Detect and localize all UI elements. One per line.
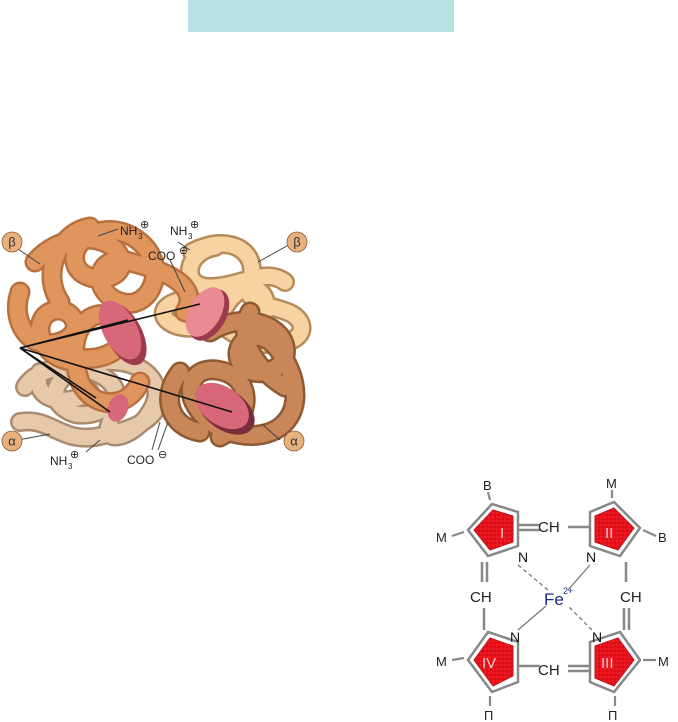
- svg-text:NH: NH: [170, 224, 187, 238]
- heme-disk-beta-left: [98, 300, 147, 366]
- label-leaders: [17, 228, 295, 453]
- pointer-lines: [19, 303, 233, 413]
- pyrrole-ring-3: III: [588, 630, 642, 694]
- pyrrole-ring-1: I: [466, 502, 520, 558]
- coo-top-label: COO ⊖: [148, 245, 188, 263]
- pyrrole-ring-2: II: [588, 500, 642, 558]
- svg-text:П: П: [608, 708, 617, 722]
- svg-text:⊖: ⊖: [179, 245, 188, 257]
- substituent-bonds: [451, 490, 657, 706]
- nh3-top-left-label: NH 3 ⊕: [120, 219, 149, 241]
- svg-text:β: β: [293, 235, 300, 250]
- beta-left-label: β: [1, 231, 23, 253]
- beta-right-chain: [153, 233, 312, 355]
- svg-text:Fe: Fe: [544, 590, 564, 609]
- svg-text:COO: COO: [148, 249, 175, 263]
- svg-text:α: α: [8, 434, 16, 449]
- svg-text:2+: 2+: [563, 586, 573, 596]
- pyrrole-ring-4: IV: [466, 630, 520, 694]
- svg-text:N: N: [510, 629, 520, 645]
- svg-text:⊕: ⊕: [140, 219, 149, 231]
- svg-text:M: M: [606, 476, 617, 491]
- nh3-bottom-label: NH 3 ⊕: [50, 449, 79, 471]
- nh3-top-right-label: NH 3 ⊕: [170, 219, 199, 241]
- svg-text:N: N: [586, 549, 596, 565]
- alpha-left-label: α: [1, 430, 23, 452]
- svg-text:COO: COO: [127, 453, 154, 467]
- svg-text:IV: IV: [482, 655, 496, 672]
- svg-text:CH: CH: [620, 589, 642, 606]
- heme-disk-alpha-left: [107, 394, 129, 422]
- svg-text:III: III: [601, 655, 614, 672]
- svg-text:N: N: [592, 629, 602, 645]
- svg-text:II: II: [605, 525, 613, 542]
- svg-text:B: B: [658, 530, 667, 545]
- svg-text:3: 3: [68, 462, 73, 471]
- alpha-right-label: α: [283, 430, 305, 452]
- heme-structure: I II III IV N N N N CH CH CH CH Fe 2+ B …: [436, 476, 669, 722]
- substituent-labels: B M M B M M П П: [436, 476, 669, 722]
- svg-text:β: β: [8, 235, 15, 250]
- svg-text:N: N: [518, 549, 528, 565]
- title-bar: [188, 0, 454, 32]
- methine-labels: CH CH CH CH: [470, 519, 642, 679]
- svg-text:⊕: ⊕: [70, 449, 79, 461]
- nitrogen-labels: N N N N: [510, 549, 602, 645]
- svg-text:⊖: ⊖: [158, 449, 167, 461]
- svg-text:CH: CH: [538, 662, 560, 679]
- beta-left-chain: [6, 216, 200, 414]
- svg-text:B: B: [483, 478, 492, 493]
- fe-center: Fe 2+: [544, 586, 573, 609]
- svg-text:П: П: [484, 708, 493, 722]
- svg-text:3: 3: [188, 232, 193, 241]
- svg-text:α: α: [290, 434, 298, 449]
- svg-text:3: 3: [138, 232, 143, 241]
- svg-text:CH: CH: [470, 589, 492, 606]
- svg-text:M: M: [436, 530, 447, 545]
- beta-right-label: β: [286, 231, 308, 253]
- fe-coordination: [517, 564, 593, 631]
- svg-text:CH: CH: [538, 519, 560, 536]
- svg-text:I: I: [500, 525, 504, 542]
- svg-text:M: M: [436, 654, 447, 669]
- svg-text:NH: NH: [50, 454, 67, 468]
- heme-disk-beta-right: [185, 287, 230, 341]
- svg-text:M: M: [658, 654, 669, 669]
- svg-text:⊕: ⊕: [190, 219, 199, 231]
- coo-bottom-label: COO ⊖: [127, 449, 167, 467]
- svg-text:NH: NH: [120, 224, 137, 238]
- alpha-right-chain: [159, 301, 306, 448]
- hemoglobin-diagram: β β α α NH 3 ⊕ NH 3 ⊕ COO ⊖ NH 3 ⊕ COO ⊖: [1, 216, 312, 471]
